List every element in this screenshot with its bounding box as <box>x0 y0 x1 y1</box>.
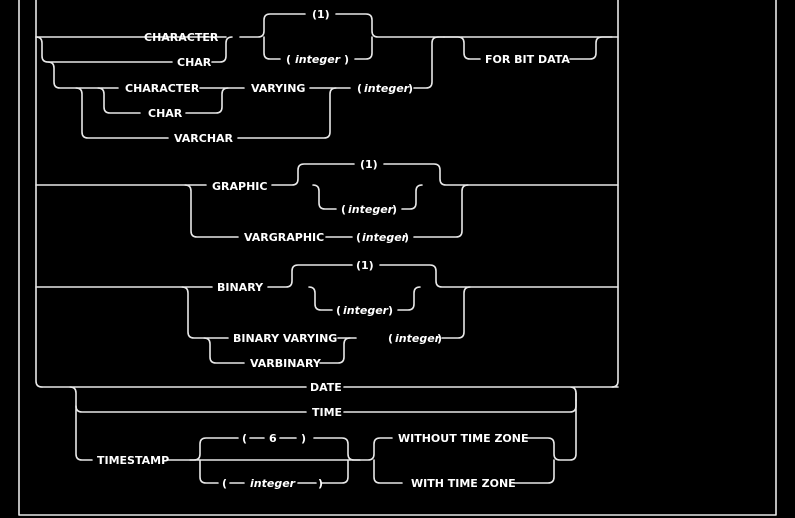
graphic-branch <box>35 163 619 186</box>
label-timestamp: TIMESTAMP <box>97 454 169 467</box>
timestamp-integer-path <box>199 459 349 484</box>
label-integer-8: integer <box>250 477 296 490</box>
label-character-2: CHARACTER <box>125 82 200 95</box>
label-integer-4: integer <box>362 231 408 244</box>
label-binary: BINARY <box>217 281 264 294</box>
labels: CHARACTER CHAR (1) ( integer ) FOR BIT D… <box>97 8 570 490</box>
char-varying-branch <box>47 36 439 89</box>
label-vargraphic: VARGRAPHIC <box>244 231 324 244</box>
label-binary-varying: BINARY VARYING <box>233 332 337 345</box>
label-integer-1: integer <box>295 53 341 66</box>
label-integer-3: integer <box>348 203 394 216</box>
label-integer-5: integer <box>343 304 389 317</box>
outer-frame <box>18 0 777 516</box>
right-rail <box>611 0 619 388</box>
label-open-1: ( <box>286 53 291 66</box>
label-without-time-zone: WITHOUT TIME ZONE <box>398 432 529 445</box>
label-default-3: (1) <box>356 259 374 272</box>
label-time: TIME <box>312 406 342 419</box>
label-for-bit-data: FOR BIT DATA <box>485 53 570 66</box>
timestamp-branch <box>167 392 577 461</box>
label-close-2: ) <box>408 82 413 95</box>
label-varchar: VARCHAR <box>174 132 234 145</box>
label-open-4: ( <box>356 231 361 244</box>
binary-integer-path <box>308 286 421 311</box>
char-alt-branch <box>35 36 233 63</box>
left-rail <box>35 0 43 388</box>
graphic-integer-path <box>312 184 423 210</box>
binary-branch <box>35 264 619 288</box>
label-open-3: ( <box>341 203 346 216</box>
label-char-2: CHAR <box>148 107 183 120</box>
label-integer-6: integer <box>395 332 441 345</box>
char-group-branch <box>35 13 445 38</box>
label-integer-2: integer <box>364 82 410 95</box>
label-open-5: ( <box>336 304 341 317</box>
vargraphic-branch <box>184 184 469 238</box>
char2-alt-branch <box>97 87 229 114</box>
label-open-8: ( <box>222 477 227 490</box>
datetime-left-rail <box>69 386 93 461</box>
label-date: DATE <box>310 381 342 394</box>
label-six: 6 <box>269 432 277 445</box>
label-varying: VARYING <box>251 82 305 95</box>
label-graphic: GRAPHIC <box>212 180 267 193</box>
label-char-1: CHAR <box>177 56 212 69</box>
label-default-1: (1) <box>312 8 330 21</box>
label-default-2: (1) <box>360 158 378 171</box>
label-open-7: ( <box>242 432 247 445</box>
label-close-3: ) <box>392 203 397 216</box>
label-open-6: ( <box>388 332 393 345</box>
varbinary-branch <box>203 337 351 364</box>
label-close-6: ) <box>437 332 442 345</box>
varchar-branch <box>75 87 337 139</box>
label-character-1: CHARACTER <box>144 31 219 44</box>
char-integer-path <box>263 36 373 60</box>
label-close-5: ) <box>388 304 393 317</box>
with-time-zone-path <box>373 459 555 484</box>
label-close-4: ) <box>404 231 409 244</box>
label-close-1: ) <box>344 53 349 66</box>
label-close-7: ) <box>301 432 306 445</box>
label-open-2: ( <box>357 82 362 95</box>
label-with-time-zone: WITH TIME ZONE <box>411 477 516 490</box>
binary-varying-branch <box>181 286 471 339</box>
label-varbinary: VARBINARY <box>250 357 322 370</box>
label-close-8: ) <box>318 477 323 490</box>
